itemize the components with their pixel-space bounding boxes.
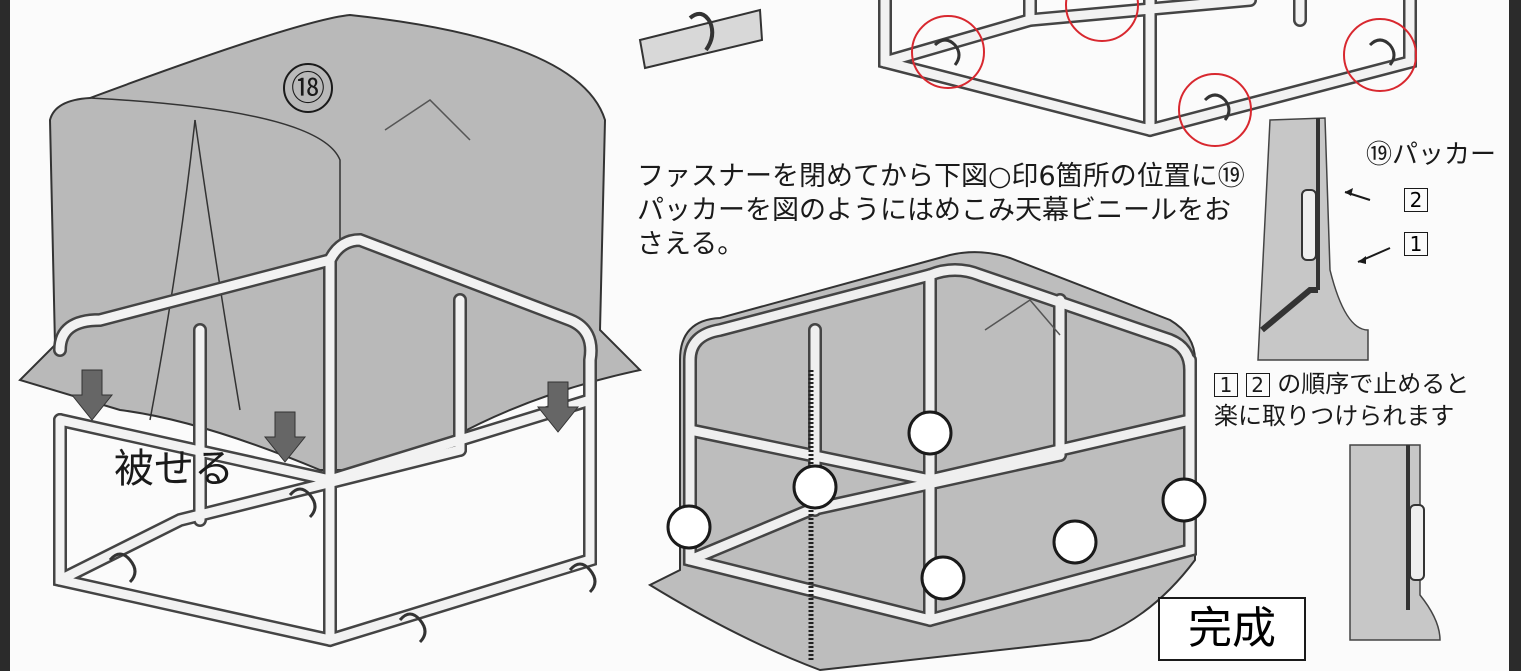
tip-step-2: 2 bbox=[1245, 373, 1270, 397]
complete-label: 完成 bbox=[1158, 597, 1306, 661]
packer-position-marker bbox=[1052, 519, 1098, 565]
tip-step-1: 1 bbox=[1214, 373, 1238, 397]
packer-position-marker bbox=[920, 555, 966, 601]
down-arrow-icon bbox=[263, 411, 307, 463]
packer-position-marker bbox=[907, 410, 953, 456]
instruction-text: ファスナーを閉めてから下図○印6箇所の位置に⑲パッカーを図のようにはめこみ天幕ビ… bbox=[637, 161, 1245, 260]
down-arrow-icon bbox=[70, 369, 114, 421]
cover-illustration: ⑱ bbox=[18, 13, 643, 648]
step-number: 1 bbox=[1404, 232, 1428, 256]
packer-detail-top bbox=[638, 8, 764, 70]
cover-label: 被せる bbox=[114, 446, 234, 492]
scan-edge-left bbox=[0, 0, 10, 671]
completed-tent bbox=[647, 251, 1207, 671]
step-number: 2 bbox=[1404, 188, 1428, 212]
tip-line-2: 楽に取りつけられます bbox=[1214, 402, 1455, 430]
tent-cover-sheet bbox=[18, 13, 643, 471]
down-arrow-icon bbox=[536, 381, 580, 433]
scan-edge-right bbox=[1509, 0, 1521, 671]
step-box-1: 1 bbox=[1404, 232, 1428, 256]
packer-position-marker bbox=[666, 504, 712, 550]
part-number-tent: ⑱ bbox=[291, 69, 325, 109]
tip-line-1: の順序で止めると bbox=[1277, 370, 1470, 398]
tip-text: 1 2 の順序で止めると 楽に取りつけられます bbox=[1214, 368, 1514, 432]
packer-label: ⑲パッカー bbox=[1366, 140, 1497, 170]
packer-step-detail bbox=[1257, 117, 1441, 641]
packer-position-marker bbox=[1161, 477, 1207, 523]
step-box-2: 2 bbox=[1404, 188, 1428, 212]
frame-top-partial bbox=[878, 0, 1417, 147]
packer-position-marker bbox=[792, 464, 838, 510]
